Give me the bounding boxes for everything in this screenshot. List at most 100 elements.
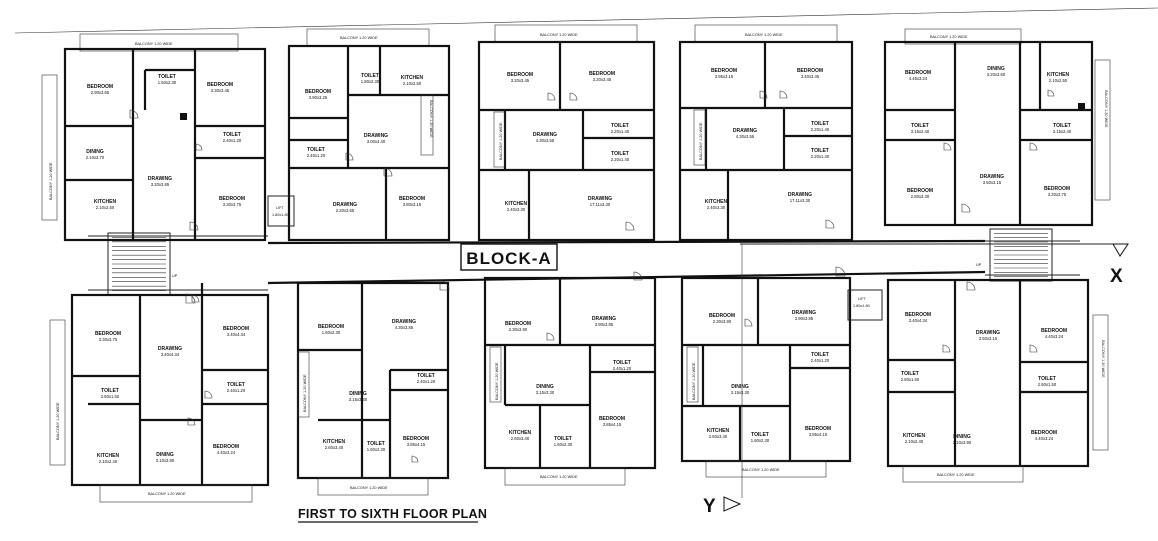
block-label: BLOCK-A bbox=[466, 249, 551, 268]
room-dimension: 2.10x2.40 bbox=[99, 459, 118, 464]
room-dimension: 4.30x3.55 bbox=[536, 138, 555, 143]
lift-label-2: LIFT bbox=[858, 297, 866, 301]
room-dimension: 2.60x3.40 bbox=[325, 445, 344, 450]
corridor bbox=[88, 235, 1080, 291]
room-name-bedroom: BEDROOM bbox=[95, 331, 121, 337]
unit-top-4 bbox=[678, 24, 854, 242]
room-name-toilet: TOILET bbox=[367, 441, 385, 447]
title: FIRST TO SIXTH FLOOR PLAN bbox=[298, 507, 487, 521]
section-marker-x: X bbox=[740, 243, 1129, 287]
room-dimension: 3.15x3.30 bbox=[536, 390, 555, 395]
room-dimension: 1.60x2.30 bbox=[751, 438, 770, 443]
room-name-toilet: TOILET bbox=[158, 74, 176, 80]
room-name-drawing: DRAWING bbox=[792, 310, 816, 316]
room-name-dining: DINING bbox=[987, 66, 1005, 72]
room-name-bedroom: BEDROOM bbox=[1041, 328, 1067, 334]
room-dimension: 3.20x3.45 bbox=[593, 77, 612, 82]
drawing-title: FIRST TO SIXTH FLOOR PLAN bbox=[298, 507, 487, 523]
room-dimension: 2.60x1.50 bbox=[901, 377, 920, 382]
room-name-bedroom: BEDROOM bbox=[589, 71, 615, 77]
room-dimension: 2.40x1.20 bbox=[307, 153, 326, 158]
room-name-toilet: TOILET bbox=[1053, 123, 1071, 129]
balcony-label-side-7: BALCONY 1.20 WIDE bbox=[699, 122, 703, 160]
door-swing bbox=[195, 143, 203, 151]
room-name-dining: DINING bbox=[86, 149, 104, 155]
room-dimension: 1.80x2.30 bbox=[361, 79, 380, 84]
room-dimension: 2.20x1.40 bbox=[611, 129, 630, 134]
door-swing bbox=[1047, 89, 1055, 97]
room-name-toilet: TOILET bbox=[307, 147, 325, 153]
room-name-bedroom: BEDROOM bbox=[507, 72, 533, 78]
room-name-drawing: DRAWING bbox=[588, 196, 612, 202]
room-name-kitchen: KITCHEN bbox=[505, 201, 528, 207]
room-dimension: 3.40x4.34 bbox=[227, 332, 246, 337]
room-name-bedroom: BEDROOM bbox=[213, 444, 239, 450]
room-name-bedroom: BEDROOM bbox=[318, 324, 344, 330]
door-swing bbox=[204, 390, 213, 399]
room-dimension: 2.40x1.20 bbox=[227, 388, 246, 393]
balcony-label-side-4: BALCONY 1.20 WIDE bbox=[1101, 340, 1105, 378]
door-swing bbox=[191, 294, 200, 303]
balcony-label-top-3: BALCONY 1.20 WIDE bbox=[540, 33, 578, 37]
room-name-bedroom: BEDROOM bbox=[905, 312, 931, 318]
door-swing bbox=[547, 92, 556, 101]
room-dimension: 4.30x3.85 bbox=[395, 325, 414, 330]
unit-top-1 bbox=[41, 33, 267, 242]
room-dimension: 2.60x1.50 bbox=[1038, 382, 1057, 387]
lift-labels: LIFT 1.80x1.80 LIFT 1.80x1.80 UP UP bbox=[172, 206, 982, 308]
room-name-toilet: TOILET bbox=[613, 360, 631, 366]
room-dimension: 2.10x2.70 bbox=[86, 155, 105, 160]
balcony-label-side-3: BALCONY 1.20 WIDE bbox=[56, 402, 60, 440]
room-dimension: 3.15x3.30 bbox=[731, 390, 750, 395]
room-dimension: 3.50x3.15 bbox=[979, 336, 998, 341]
room-dimension: 3.50x3.15 bbox=[983, 180, 1002, 185]
block-label-box: BLOCK-A bbox=[460, 243, 558, 271]
room-dimension: 2.90x3.65 bbox=[91, 90, 110, 95]
stair-up-label-1: UP bbox=[172, 274, 178, 278]
room-dimension: 3.30x3.75 bbox=[223, 202, 242, 207]
room-name-toilet: TOILET bbox=[611, 123, 629, 129]
door-swing bbox=[569, 92, 578, 101]
room-dimension: 3.20x3.45 bbox=[511, 78, 530, 83]
section-label-y: Y bbox=[703, 496, 716, 517]
room-name-toilet: TOILET bbox=[811, 352, 829, 358]
balcony-label-side-6: BALCONY 1.20 WIDE bbox=[499, 122, 503, 160]
room-name-drawing: DRAWING bbox=[364, 133, 388, 139]
door-swing bbox=[943, 142, 952, 151]
room-dimension: 2.40x1.20 bbox=[223, 138, 242, 143]
room-dimension: 2.30x3.90 bbox=[509, 327, 528, 332]
stair-left bbox=[107, 232, 171, 296]
room-dimension: 2.20x1.40 bbox=[611, 157, 630, 162]
room-name-bedroom: BEDROOM bbox=[599, 416, 625, 422]
room-dimension: 4.40x3.24 bbox=[1035, 436, 1054, 441]
balcony-label-side-9: BALCONY 1.20 WIDE bbox=[495, 362, 499, 400]
room-name-kitchen: KITCHEN bbox=[323, 439, 346, 445]
door-swing bbox=[546, 332, 555, 341]
unit-top-3 bbox=[477, 24, 656, 242]
door-swing bbox=[961, 203, 971, 213]
room-dimension: 2.40x3.30 bbox=[507, 207, 526, 212]
unit-bottom-2 bbox=[296, 281, 450, 496]
room-dimension: 3.85x4.15 bbox=[603, 422, 622, 427]
room-dimension: 2.10x2.50 bbox=[96, 205, 115, 210]
balcony-label-side-5: BALCONY 1.20 WIDE bbox=[429, 100, 433, 138]
door-swing bbox=[129, 109, 139, 119]
room-name-drawing: DRAWING bbox=[788, 192, 812, 198]
balcony-label-side-1: BALCONY 1.20 WIDE bbox=[49, 162, 53, 200]
room-dimension: 3.10x3.90 bbox=[953, 440, 972, 445]
room-dimension: 3.95x3.15 bbox=[715, 74, 734, 79]
room-name-drawing: DRAWING bbox=[592, 316, 616, 322]
unit-bottom-5 bbox=[886, 278, 1109, 483]
room-name-bedroom: BEDROOM bbox=[87, 84, 113, 90]
room-name-bedroom: BEDROOM bbox=[223, 326, 249, 332]
room-dimension: 3.40x4.34 bbox=[161, 352, 180, 357]
room-name-kitchen: KITCHEN bbox=[97, 453, 120, 459]
door-swing bbox=[411, 455, 419, 463]
room-name-kitchen: KITCHEN bbox=[707, 428, 730, 434]
room-name-drawing: DRAWING bbox=[980, 174, 1004, 180]
room-name-toilet: TOILET bbox=[811, 148, 829, 154]
room-dimension: 2.60x3.40 bbox=[709, 434, 728, 439]
room-name-toilet: TOILET bbox=[901, 371, 919, 377]
balcony-label-top-4: BALCONY 1.20 WIDE bbox=[745, 33, 783, 37]
